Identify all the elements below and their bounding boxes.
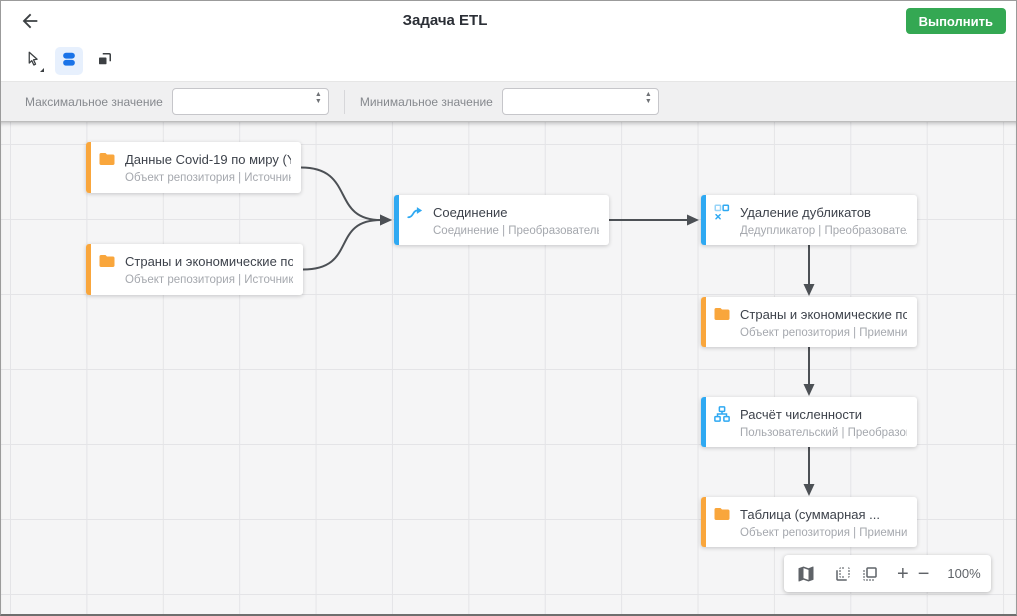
edge-arrowhead	[803, 484, 815, 496]
edge-src2-join[interactable]	[302, 219, 382, 271]
edge-arrowhead	[803, 384, 815, 396]
tree-icon	[713, 405, 731, 423]
scheme-nodes-icon	[59, 49, 79, 74]
flow-node-sink1[interactable]: Страны и экономические пок... Объект репо…	[701, 297, 917, 347]
node-title: Расчёт численности	[740, 406, 863, 422]
page-title: Задача ETL	[402, 12, 488, 29]
zoom-level[interactable]: 100%	[947, 566, 981, 581]
zoom-out-icon[interactable]: −	[917, 562, 930, 585]
flow-node-src2[interactable]: Страны и экономические пок... Объект репо…	[86, 244, 303, 295]
flow-node-src1[interactable]: Данные Covid-19 по миру (Yan... Объект ре…	[86, 142, 301, 193]
node-subtitle: Соединение | Преобразователь	[433, 225, 599, 237]
folder-icon	[713, 305, 731, 323]
min-value-input[interactable]	[501, 88, 659, 115]
subscheme-tool-button[interactable]	[91, 47, 119, 75]
map-icon[interactable]	[796, 564, 816, 584]
folder-icon	[98, 150, 116, 168]
back-button[interactable]	[19, 10, 41, 32]
merge-icon	[406, 203, 424, 221]
flip-to-front-icon[interactable]	[861, 565, 879, 583]
zoom-in-icon[interactable]: +	[897, 562, 909, 585]
cursor-tool-button[interactable]	[19, 47, 47, 75]
edge-arrowhead	[803, 284, 815, 296]
max-value-label: Максимальное значение	[25, 94, 163, 109]
min-value-field: ▲▼	[501, 88, 659, 115]
node-subtitle: Пользовательский | Преобразова...	[740, 427, 907, 439]
cursor-icon	[24, 50, 42, 73]
dedup-icon	[713, 203, 731, 221]
node-title: Соединение	[433, 204, 508, 220]
max-value-spinner[interactable]: ▲▼	[314, 91, 322, 105]
arrow-back-icon	[19, 13, 41, 35]
filter-divider	[343, 89, 345, 114]
canvas-controls: + − 100%	[784, 555, 991, 592]
scheme-tool-button[interactable]	[55, 47, 83, 75]
filter-bar: Максимальное значение ▲▼ Минимальное зна…	[1, 81, 1016, 122]
node-title: Данные Covid-19 по миру (Yan...	[125, 151, 291, 167]
max-value-input[interactable]	[171, 88, 329, 115]
node-subtitle: Объект репозитория | Источник	[125, 172, 291, 184]
edge-arrowhead	[380, 214, 392, 226]
edges-layer	[300, 166, 815, 496]
toolbar	[1, 41, 1016, 81]
edge-arrowhead	[687, 214, 699, 226]
node-title: Удаление дубликатов	[740, 204, 871, 220]
node-subtitle: Объект репозитория | Приемник	[740, 527, 907, 539]
titlebar: Задача ETL Выполнить	[1, 1, 1016, 41]
folder-icon	[713, 505, 731, 523]
tool-dropdown-indicator	[40, 68, 44, 72]
run-button[interactable]: Выполнить	[905, 8, 1006, 34]
min-value-label: Минимальное значение	[359, 94, 493, 109]
node-title: Страны и экономические пок...	[125, 253, 293, 269]
min-value-spinner[interactable]: ▲▼	[644, 91, 652, 105]
flip-to-back-icon[interactable]	[834, 565, 852, 583]
folder-icon	[98, 252, 116, 270]
node-title: Страны и экономические пок...	[740, 306, 907, 322]
edge-src1-join[interactable]	[300, 166, 382, 221]
node-subtitle: Объект репозитория | Приемник	[740, 327, 907, 339]
flow-node-sink2[interactable]: Таблица (суммарная ... Объект репозитория…	[701, 497, 917, 547]
max-value-field: ▲▼	[171, 88, 329, 115]
node-subtitle: Дедупликатор | Преобразователь	[740, 225, 907, 237]
subscheme-icon	[96, 50, 114, 73]
flow-canvas[interactable]: + − 100% Данные Covid-19 по миру (Yan...…	[1, 122, 1016, 614]
node-title: Таблица (суммарная ...	[740, 506, 880, 522]
node-subtitle: Объект репозитория | Источник	[125, 274, 293, 286]
